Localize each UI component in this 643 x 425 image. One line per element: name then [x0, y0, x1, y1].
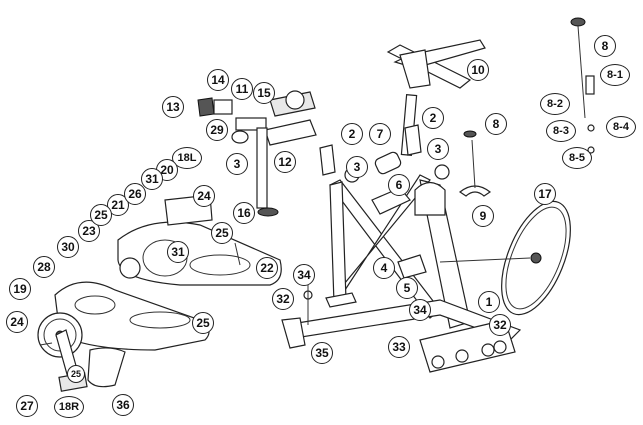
part-label-5: 5 [396, 277, 418, 299]
seat-assembly [197, 90, 317, 217]
part-label-23: 23 [78, 220, 100, 242]
part-label-8-4: 8-4 [606, 116, 636, 138]
part-label-10: 10 [467, 59, 489, 81]
part-label-13: 13 [162, 96, 184, 118]
base-stabilizers [281, 299, 522, 373]
part-label-11: 11 [231, 78, 253, 100]
part-label-34: 34 [293, 264, 315, 286]
part-label-3: 3 [346, 156, 368, 178]
part-label-14: 14 [207, 69, 229, 91]
part-label-30: 30 [57, 236, 79, 258]
part-label-34: 34 [409, 299, 431, 321]
part-label-31: 31 [141, 168, 163, 190]
part-label-36: 36 [112, 394, 134, 416]
part-label-32: 32 [489, 314, 511, 336]
part-label-29: 29 [206, 119, 228, 141]
resistance-knob [570, 17, 595, 154]
part-label-32: 32 [272, 288, 294, 310]
part-label-16: 16 [233, 202, 255, 224]
part-label-27: 27 [16, 395, 38, 417]
part-label-7: 7 [369, 123, 391, 145]
part-label-3: 3 [427, 138, 449, 160]
part-label-8: 8 [594, 35, 616, 57]
part-label-12: 12 [274, 151, 296, 173]
part-label-26: 26 [124, 183, 146, 205]
part-label-22: 22 [256, 257, 278, 279]
part-label-25: 25 [67, 365, 85, 383]
part-label-8-2: 8-2 [540, 93, 570, 115]
part-label-15: 15 [253, 82, 275, 104]
part-label-18L: 18L [172, 147, 202, 169]
part-label-1: 1 [478, 291, 500, 313]
part-label-8-5: 8-5 [562, 147, 592, 169]
part-label-31: 31 [167, 241, 189, 263]
part-label-19: 19 [9, 278, 31, 300]
part-label-33: 33 [388, 336, 410, 358]
part-label-8-1: 8-1 [600, 64, 630, 86]
part-label-4: 4 [373, 257, 395, 279]
part-label-24: 24 [193, 185, 215, 207]
part-label-24: 24 [6, 311, 28, 333]
part-label-3: 3 [226, 153, 248, 175]
drive-assembly [37, 194, 282, 392]
flywheel [439, 200, 571, 316]
part-label-6: 6 [388, 174, 410, 196]
part-label-28: 28 [33, 256, 55, 278]
part-label-25: 25 [211, 222, 233, 244]
part-label-25: 25 [192, 312, 214, 334]
part-label-18R: 18R [54, 396, 84, 418]
part-label-8-3: 8-3 [546, 120, 576, 142]
part-label-25: 25 [90, 204, 112, 226]
part-label-35: 35 [311, 342, 333, 364]
part-label-2: 2 [341, 123, 363, 145]
part-label-21: 21 [107, 194, 129, 216]
part-label-17: 17 [534, 183, 556, 205]
handlebar [386, 39, 486, 156]
part-label-2: 2 [422, 107, 444, 129]
part-label-9: 9 [472, 205, 494, 227]
part-label-8: 8 [485, 113, 507, 135]
